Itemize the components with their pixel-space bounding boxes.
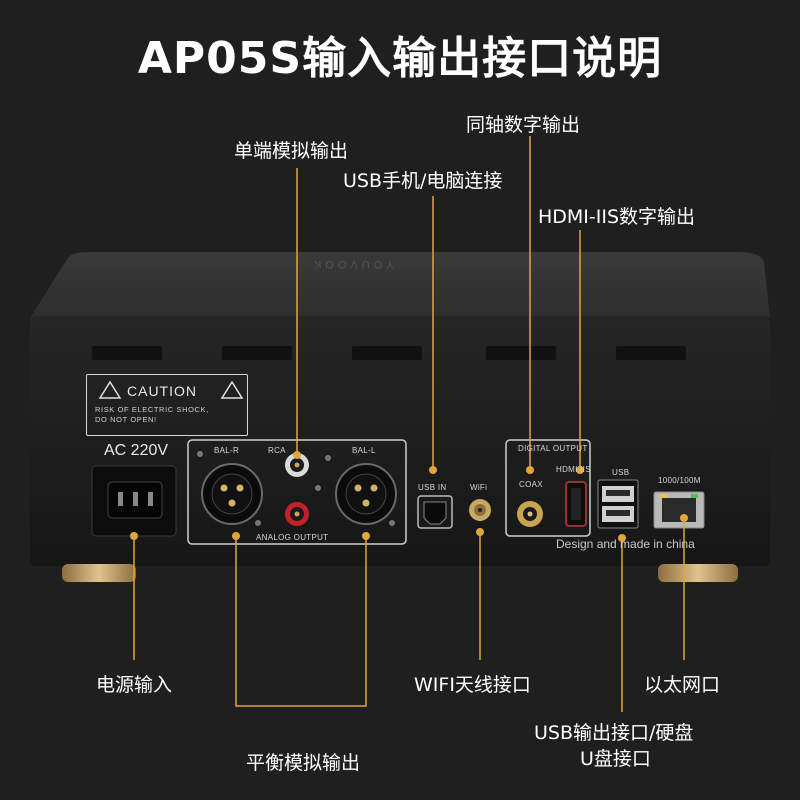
ethernet-port [653, 491, 705, 529]
caution-title: CAUTION [127, 383, 197, 399]
label-usb-out-line2: U盘接口 [580, 748, 651, 770]
page-title: AP05S输入输出接口说明 [137, 33, 663, 84]
bal-r-label: BAL-R [214, 446, 240, 455]
bal-r-connector [201, 463, 263, 525]
bal-l-connector [335, 463, 397, 525]
brand-logo: YOUVOOK [310, 258, 394, 270]
wifi-label: WiFi [470, 483, 488, 492]
callout-lines [133, 136, 685, 712]
digital-output-frame [505, 439, 591, 537]
usb-label: USB [612, 468, 630, 477]
label-single-ended-analog-out: 单端模拟输出 [234, 140, 349, 162]
label-wifi-antenna: WIFI天线接口 [414, 674, 531, 696]
made-in-label: Design and made in china [556, 537, 695, 551]
label-coax-digital-out: 同轴数字输出 [466, 114, 581, 136]
vents [92, 346, 686, 360]
hdmi-iis-label: HDMI IIS [556, 465, 591, 474]
rca-white-jack [285, 453, 309, 477]
foot-right [658, 564, 738, 582]
label-ethernet: 以太网口 [644, 674, 721, 696]
chassis-top [30, 252, 770, 318]
label-balanced-analog-out: 平衡模拟输出 [246, 752, 361, 774]
ac-voltage-label: AC 220V [104, 442, 169, 459]
label-usb-out-line1: USB输出接口/硬盘 [534, 722, 694, 744]
usb-b-port [417, 495, 453, 529]
wifi-sma-connector [469, 499, 491, 521]
caution-line1: RISK OF ELECTRIC SHOCK, [95, 405, 209, 414]
caution-line2: DO NOT OPEN! [95, 415, 157, 424]
callout-dots [130, 451, 688, 542]
caution-triangles [98, 380, 244, 399]
foot-left [62, 564, 136, 582]
coax-jack [517, 501, 543, 527]
label-usb-phone-pc: USB手机/电脑连接 [343, 170, 503, 192]
caution-warning: RISK OF ELECTRIC SHOCK, DO NOT OPEN! [95, 405, 209, 425]
bal-l-label: BAL-L [352, 446, 376, 455]
lan-speed-label: 1000/100M [658, 476, 701, 485]
label-hdmi-iis-out: HDMI-IIS数字输出 [538, 206, 696, 228]
rca-red-jack [285, 502, 309, 526]
digital-output-label: DIGITAL OUTPUT [518, 444, 588, 453]
analog-output-label: ANALOG OUTPUT [256, 533, 329, 542]
coax-label: COAX [519, 480, 543, 489]
label-power-in: 电源输入 [96, 674, 173, 696]
usb-a-ports [597, 479, 639, 529]
usb-in-label: USB IN [418, 483, 447, 492]
rca-label: RCA [268, 446, 286, 455]
hdmi-port [565, 481, 587, 527]
caution-label: CAUTION RISK OF ELECTRIC SHOCK, DO NOT O… [86, 374, 248, 436]
